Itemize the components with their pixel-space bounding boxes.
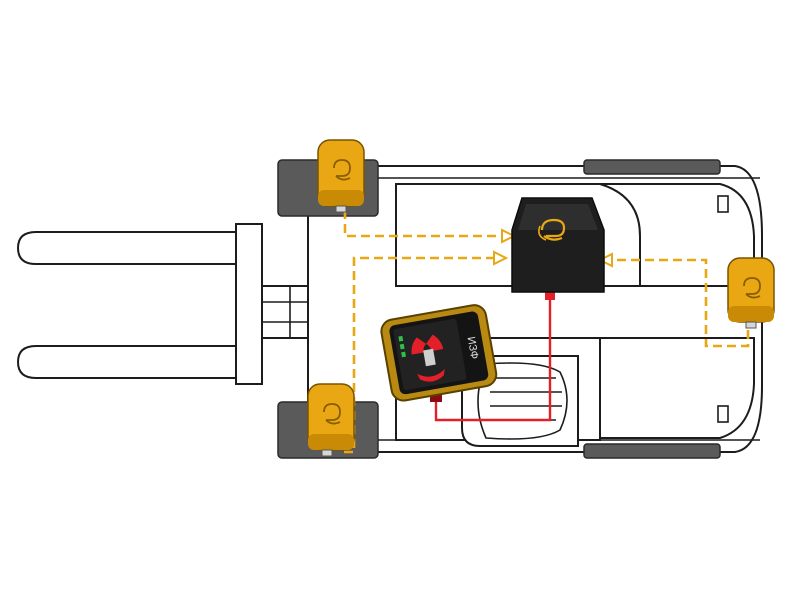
- fork-carriage: [235, 223, 263, 385]
- display-cable: [430, 290, 555, 422]
- zone-green-3: [401, 351, 406, 358]
- arrow-head-3: [597, 252, 613, 268]
- zone-right-red: [426, 334, 444, 352]
- zone-green-1: [398, 335, 404, 342]
- sensor-front-left: [317, 139, 365, 213]
- sensor-front-right: [307, 383, 355, 457]
- display-unit: ИЗФ: [380, 304, 498, 402]
- arrow-head-2: [493, 250, 509, 266]
- display-screen-text: ИЗФ: [465, 336, 481, 361]
- sensor-logo-icon: [323, 403, 341, 425]
- sensor-logo-icon: [333, 159, 351, 181]
- rear-right-tire: [583, 443, 721, 459]
- forklift-forks: [16, 223, 263, 385]
- zone-left-red: [411, 337, 427, 355]
- rear-light-bottom: [717, 405, 729, 423]
- cable-rear-sensor: [612, 258, 750, 348]
- zone-green-2: [399, 343, 405, 350]
- sensor-cables: [343, 210, 750, 454]
- vehicle-icon: [423, 348, 436, 367]
- control-box-highlight: [518, 204, 598, 230]
- cable-connector-top: [545, 290, 555, 300]
- rear-light-top: [717, 195, 729, 213]
- cable-front-right-sensor: [344, 256, 494, 454]
- cable-control-box-to-display: [434, 292, 552, 422]
- zone-bottom-red: [417, 369, 445, 382]
- control-box: [511, 197, 605, 293]
- arrow-head-1: [501, 228, 517, 244]
- rear-left-tire: [583, 159, 721, 175]
- sensor-logo-icon: [743, 277, 761, 299]
- lower-fork: [16, 345, 241, 379]
- lower-counterweight: [599, 337, 755, 439]
- cable-connector-bottom: [430, 392, 442, 402]
- sensor-rear: [727, 257, 775, 329]
- upper-fork: [16, 231, 241, 265]
- cable-front-left-sensor: [343, 210, 502, 238]
- brand-logo-icon: [538, 218, 566, 241]
